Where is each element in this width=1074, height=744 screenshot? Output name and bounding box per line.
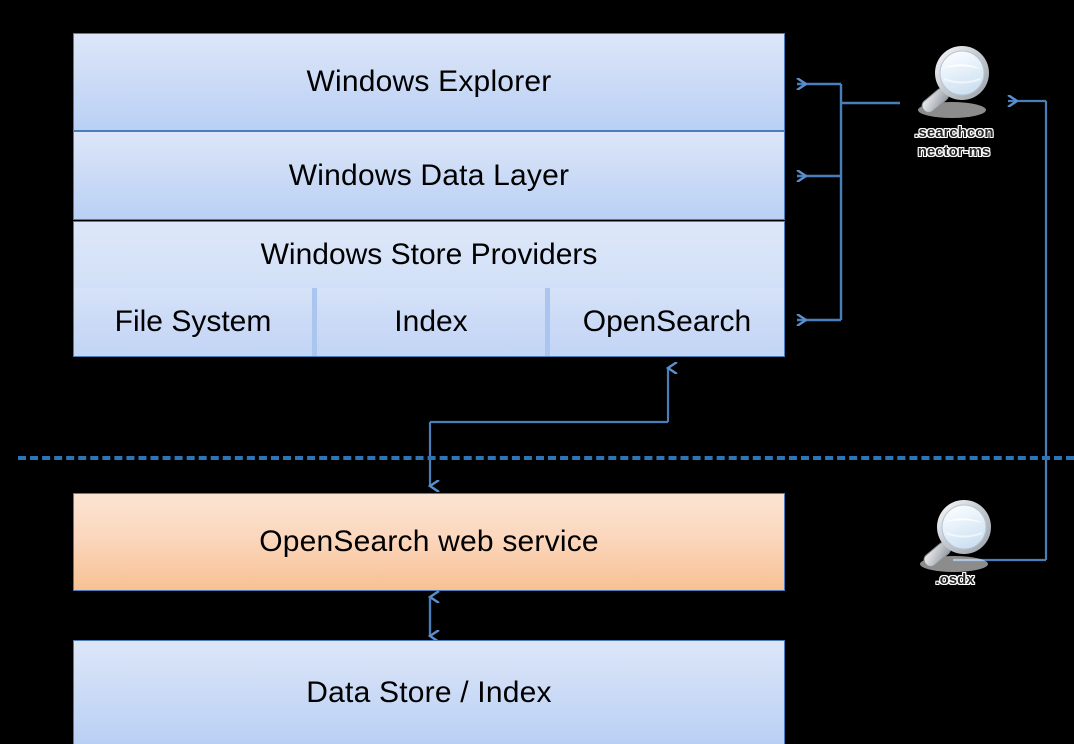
searchconnector-file-label: .searchcon nector-ms <box>914 124 994 161</box>
box-index-label: Index <box>394 305 468 338</box>
box-windows-explorer[interactable]: Windows Explorer <box>73 33 785 131</box>
box-opensearch-web-service-label: OpenSearch web service <box>259 525 599 558</box>
provider-divider <box>545 288 550 356</box>
provider-subbox-row: File System Index OpenSearch <box>74 288 784 356</box>
searchconnector-magnifier-icon[interactable] <box>906 38 1002 134</box>
box-file-system-label: File System <box>114 305 272 338</box>
osdx-file-label: .osdx <box>935 571 975 588</box>
box-index[interactable]: Index <box>317 288 545 356</box>
box-opensearch-provider-label: OpenSearch <box>582 305 752 338</box>
box-windows-data-layer-label: Windows Data Layer <box>288 158 570 192</box>
box-windows-data-layer[interactable]: Windows Data Layer <box>73 131 785 220</box>
provider-divider <box>312 288 317 356</box>
box-windows-explorer-label: Windows Explorer <box>306 65 552 98</box>
osdx-magnifier-icon[interactable] <box>908 492 1004 588</box>
box-opensearch-provider[interactable]: OpenSearch <box>550 288 784 356</box>
box-windows-store-providers[interactable]: Windows Store Providers File System Inde… <box>73 221 785 357</box>
box-windows-store-providers-label: Windows Store Providers <box>260 238 598 271</box>
opensearch-service-connector <box>430 368 668 486</box>
client-server-boundary <box>18 456 1074 460</box>
box-data-store-index-label: Data Store / Index <box>306 675 552 709</box>
box-data-store-index[interactable]: Data Store / Index <box>73 640 785 744</box>
searchconnector-connector <box>797 84 900 320</box>
box-file-system[interactable]: File System <box>74 288 312 356</box>
box-opensearch-web-service[interactable]: OpenSearch web service <box>73 493 785 591</box>
